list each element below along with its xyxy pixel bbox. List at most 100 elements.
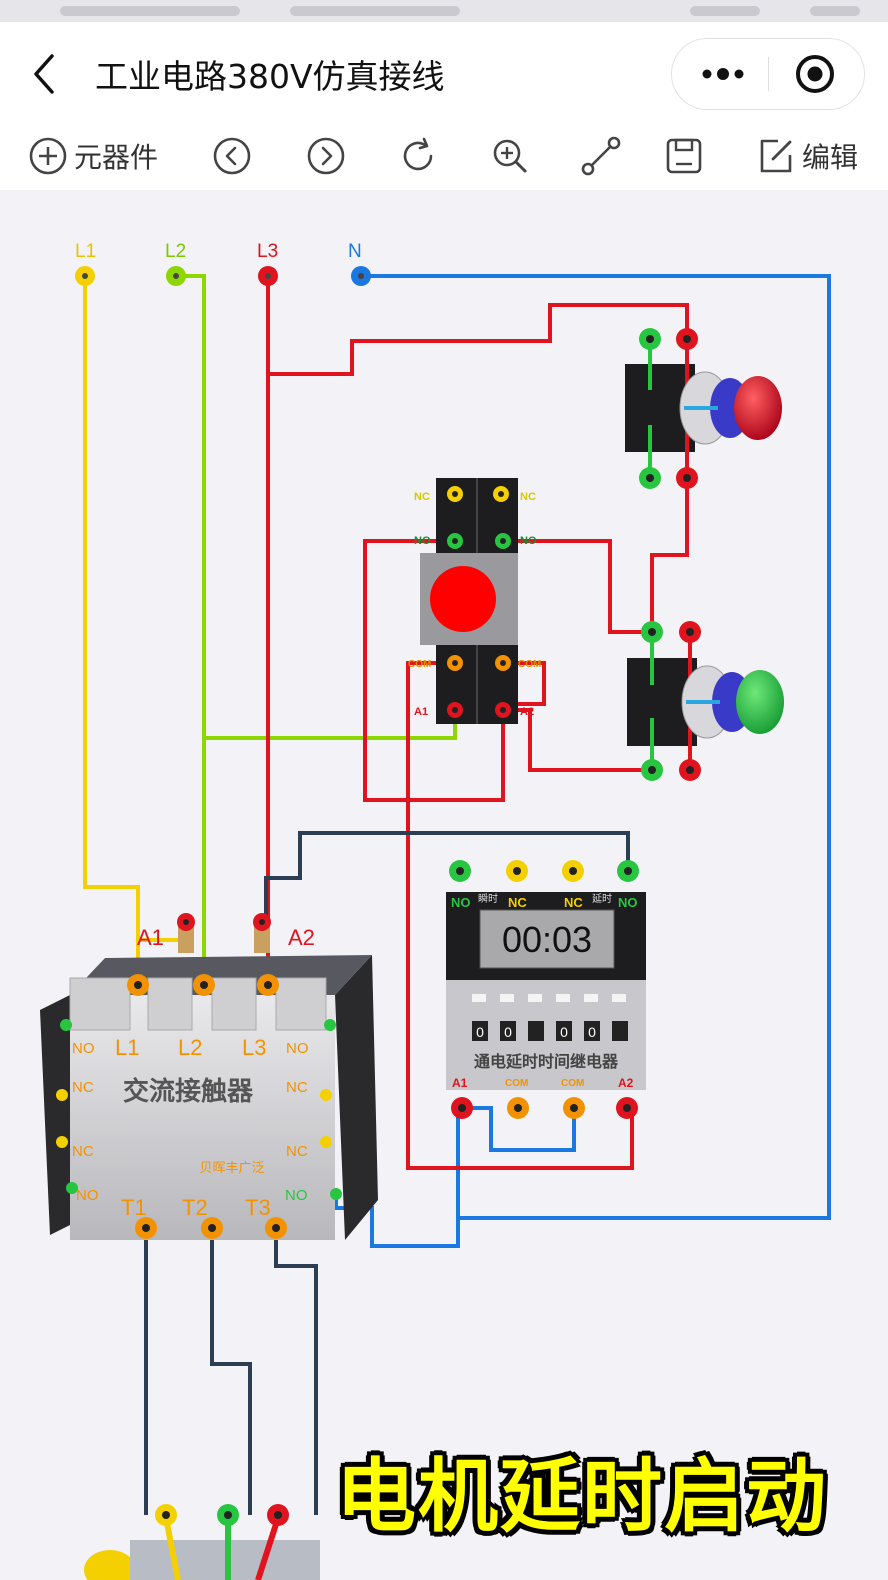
- terminal-screw: [208, 1224, 216, 1232]
- contactor-aux-terminal[interactable]: [60, 1019, 72, 1031]
- edit-label: 编辑: [802, 141, 859, 174]
- wire-l2[interactable]: [176, 274, 206, 985]
- timer-digit: 0: [476, 1024, 484, 1040]
- timer-digit: 0: [588, 1024, 596, 1040]
- wire-relay-no2[interactable]: [503, 539, 652, 634]
- ac-contactor[interactable]: A1 A2 L1 L2 L3 交流接触器 贝晖丰广泛 T1 T2 T3 NO N…: [40, 913, 378, 1240]
- relay-label-nc-right: NC: [520, 491, 536, 503]
- label-l2: L2: [165, 241, 186, 262]
- contactor-label-t3: T3: [245, 1195, 271, 1220]
- status-bar: [0, 0, 888, 22]
- timer-switch[interactable]: [612, 994, 626, 1002]
- intermediate-relay[interactable]: NC NC NO NO COM COM A1 A2: [408, 478, 541, 724]
- more-icon[interactable]: [692, 51, 754, 97]
- terminal-screw: [648, 766, 656, 774]
- motor[interactable]: [84, 1504, 320, 1580]
- wire-relay-com[interactable]: [503, 661, 546, 706]
- terminal-screw: [646, 335, 654, 343]
- start-button-cap[interactable]: [736, 670, 784, 734]
- wire-relay-no[interactable]: [363, 539, 505, 802]
- contactor-block: [211, 977, 257, 1031]
- terminal-screw: [458, 1104, 466, 1112]
- terminal-l2-screw: [173, 273, 179, 279]
- wire-tool-button[interactable]: [580, 134, 622, 178]
- terminal-screw: [648, 628, 656, 636]
- wire-timer-com[interactable]: [463, 1106, 576, 1152]
- circuit-canvas[interactable]: L1 L2 L3 N: [0, 190, 888, 1580]
- terminal-screw: [513, 867, 521, 875]
- contactor-aux-terminal[interactable]: [324, 1019, 336, 1031]
- timer-digit-box[interactable]: [556, 1021, 572, 1041]
- relay-red-button[interactable]: [430, 566, 496, 632]
- contactor-aux-terminal[interactable]: [56, 1136, 68, 1148]
- timer-label-instant: 瞬时: [478, 892, 498, 905]
- redo-button[interactable]: [306, 134, 346, 178]
- refresh-button[interactable]: [398, 134, 438, 178]
- timer-digit-box[interactable]: [528, 1021, 544, 1041]
- terminal-l1-screw: [82, 273, 88, 279]
- contactor-label-right-nc: NC: [286, 1079, 308, 1096]
- wire-n[interactable]: [361, 274, 831, 1220]
- timer-digit-box[interactable]: [612, 1021, 628, 1041]
- terminal-screw: [274, 1511, 282, 1519]
- power-terminals: L1 L2 L3 N: [75, 241, 371, 286]
- relay-label-nc-left: NC: [414, 491, 430, 503]
- toolbar: 元器件 编辑: [0, 122, 888, 190]
- wire-relay-timer[interactable]: [406, 661, 634, 1170]
- back-icon[interactable]: [28, 52, 62, 96]
- terminal-screw: [264, 981, 272, 989]
- contactor-brand: 贝晖丰广泛: [199, 1161, 264, 1176]
- timer-digit-box[interactable]: [584, 1021, 600, 1041]
- wire-t3[interactable]: [274, 1228, 318, 1515]
- stop-button-cap[interactable]: [734, 376, 782, 440]
- contactor-aux-terminal[interactable]: [330, 1188, 342, 1200]
- terminal-screw: [456, 867, 464, 875]
- stop-button[interactable]: [625, 328, 782, 489]
- relay-label-a1: A1: [414, 706, 428, 718]
- time-delay-relay[interactable]: 00:03 0 0 0 0 通电延时时间继电器 NO 瞬时 NC: [446, 860, 646, 1119]
- timer-switch[interactable]: [500, 994, 514, 1002]
- wire-t2[interactable]: [210, 1228, 252, 1515]
- timer-switch[interactable]: [472, 994, 486, 1002]
- contactor-label-l3: L3: [242, 1035, 266, 1060]
- contactor-label-t1: T1: [121, 1195, 147, 1220]
- terminal-screw: [683, 335, 691, 343]
- timer-switch[interactable]: [584, 994, 598, 1002]
- terminal-screw: [500, 707, 506, 713]
- contactor-aux-terminal[interactable]: [320, 1089, 332, 1101]
- wire-l3-stop[interactable]: [268, 303, 689, 376]
- terminal-screw: [683, 474, 691, 482]
- wire-l1[interactable]: [83, 276, 140, 985]
- zoom-in-button[interactable]: [490, 134, 530, 178]
- save-button[interactable]: [664, 134, 704, 178]
- terminal-screw: [500, 660, 506, 666]
- wire-a2-timer[interactable]: [264, 831, 630, 922]
- miniprogram-capsule: [671, 38, 865, 110]
- terminal-screw: [452, 660, 458, 666]
- close-miniprogram-icon[interactable]: [792, 51, 838, 97]
- app-header: 工业电路380V仿真接线: [0, 22, 888, 122]
- timer-digit-box[interactable]: [500, 1021, 516, 1041]
- contactor-right-side: [335, 955, 378, 1240]
- video-caption: 电机延时启动: [336, 1450, 828, 1543]
- edit-button[interactable]: 编辑: [756, 134, 858, 178]
- contactor-aux-terminal[interactable]: [320, 1136, 332, 1148]
- contactor-block: [69, 977, 131, 1031]
- terminal-screw: [272, 1224, 280, 1232]
- label-n: N: [348, 241, 362, 262]
- terminal-screw: [624, 867, 632, 875]
- terminal-screw: [686, 628, 694, 636]
- timer-digit-box[interactable]: [472, 1021, 488, 1041]
- start-button[interactable]: [627, 621, 784, 781]
- wire-n-a2[interactable]: [334, 1108, 460, 1248]
- terminal-screw: [570, 1104, 578, 1112]
- add-component-button[interactable]: 元器件: [28, 134, 158, 178]
- wire-stop-start[interactable]: [650, 478, 689, 632]
- undo-button[interactable]: [212, 134, 252, 178]
- contactor-aux-terminal[interactable]: [56, 1089, 68, 1101]
- terminal-screw: [259, 919, 265, 925]
- terminal-screw: [569, 867, 577, 875]
- timer-switch[interactable]: [528, 994, 542, 1002]
- contactor-aux-terminal[interactable]: [66, 1182, 78, 1194]
- timer-switch[interactable]: [556, 994, 570, 1002]
